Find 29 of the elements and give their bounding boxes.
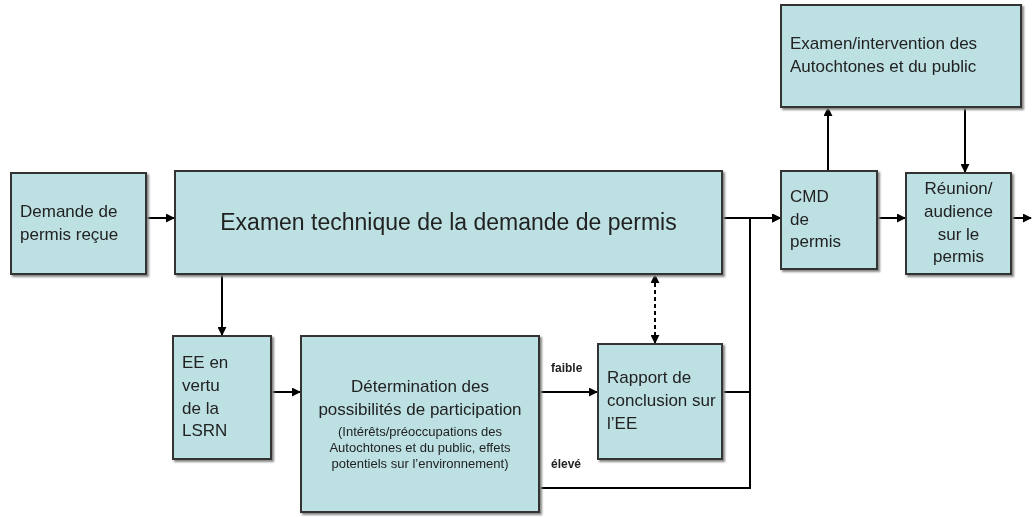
box-label: EE en vertu de la LSRN [182, 351, 230, 443]
box-label: Détermination des possibilités de participation [317, 375, 523, 421]
arrow [146, 213, 175, 223]
box-label: Rapport de conclusion sur l’EE [607, 367, 717, 435]
arrow [1011, 213, 1032, 223]
arrow [271, 387, 301, 397]
edge-label: faible [549, 362, 585, 374]
arrow [217, 274, 227, 336]
process-box [10, 172, 147, 275]
box-label: CMD de permis [790, 185, 842, 254]
box-label: Demande de permis reçue [20, 200, 120, 246]
box-label: Examen/intervention des Autochtones et du public [790, 33, 979, 78]
process-box [905, 172, 1012, 275]
box-note: (Intérêts/préoccupations des Autochtones et du public, effets potentiels sur l’environnement) [328, 423, 512, 473]
arrow [960, 107, 970, 173]
arrow [650, 274, 660, 344]
process-box [172, 335, 272, 460]
process-box [300, 335, 540, 513]
arrow [539, 213, 781, 489]
arrow [823, 107, 833, 171]
arrow [539, 387, 598, 397]
process-box [780, 170, 878, 270]
process-box [780, 4, 1022, 108]
edge-label: élevé [549, 458, 584, 470]
process-box [174, 170, 723, 275]
process-box [597, 343, 723, 460]
box-label: Examen technique de la demande de permis [220, 208, 677, 237]
box-label: Réunion/ audience sur le permis [923, 177, 994, 269]
arrow [877, 213, 906, 223]
